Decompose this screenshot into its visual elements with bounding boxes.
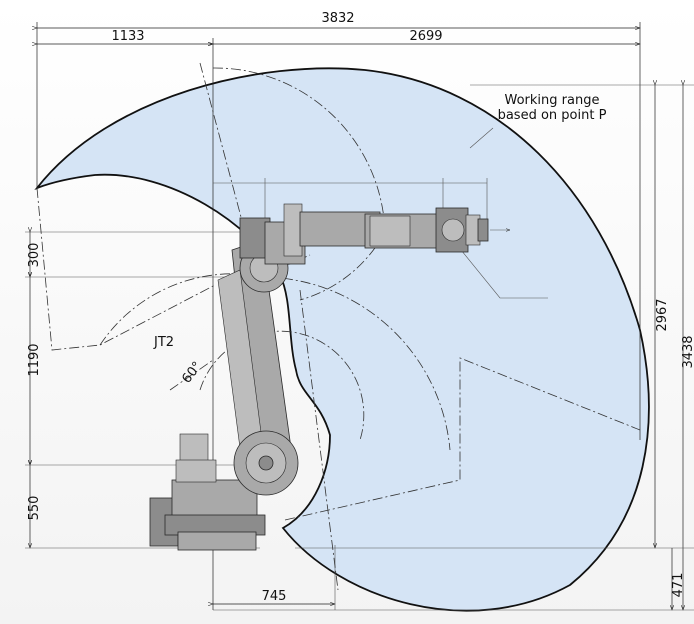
working-range-area	[34, 67, 650, 612]
dim-base-height: 550	[27, 496, 42, 521]
dim-base-offset: 745	[262, 589, 287, 604]
dim-arm-upper: 300	[27, 243, 42, 268]
joint-label: JT2	[153, 335, 174, 350]
joint-angle: 60°	[179, 359, 205, 386]
dim-overall-width: 3832	[321, 11, 354, 26]
dim-below-base: 471	[671, 573, 686, 598]
robot-arm	[149, 203, 489, 551]
dim-rear-width: 1133	[111, 29, 144, 44]
dim-arm-middle: 1190	[27, 343, 42, 376]
callout-line1: Working range	[505, 93, 600, 108]
dim-total-height: 3438	[681, 335, 694, 368]
dim-range-height: 2967	[655, 298, 670, 331]
construction-lines	[36, 62, 641, 591]
callout-line2: based on point P	[498, 108, 607, 123]
dim-front-width: 2699	[409, 29, 442, 44]
